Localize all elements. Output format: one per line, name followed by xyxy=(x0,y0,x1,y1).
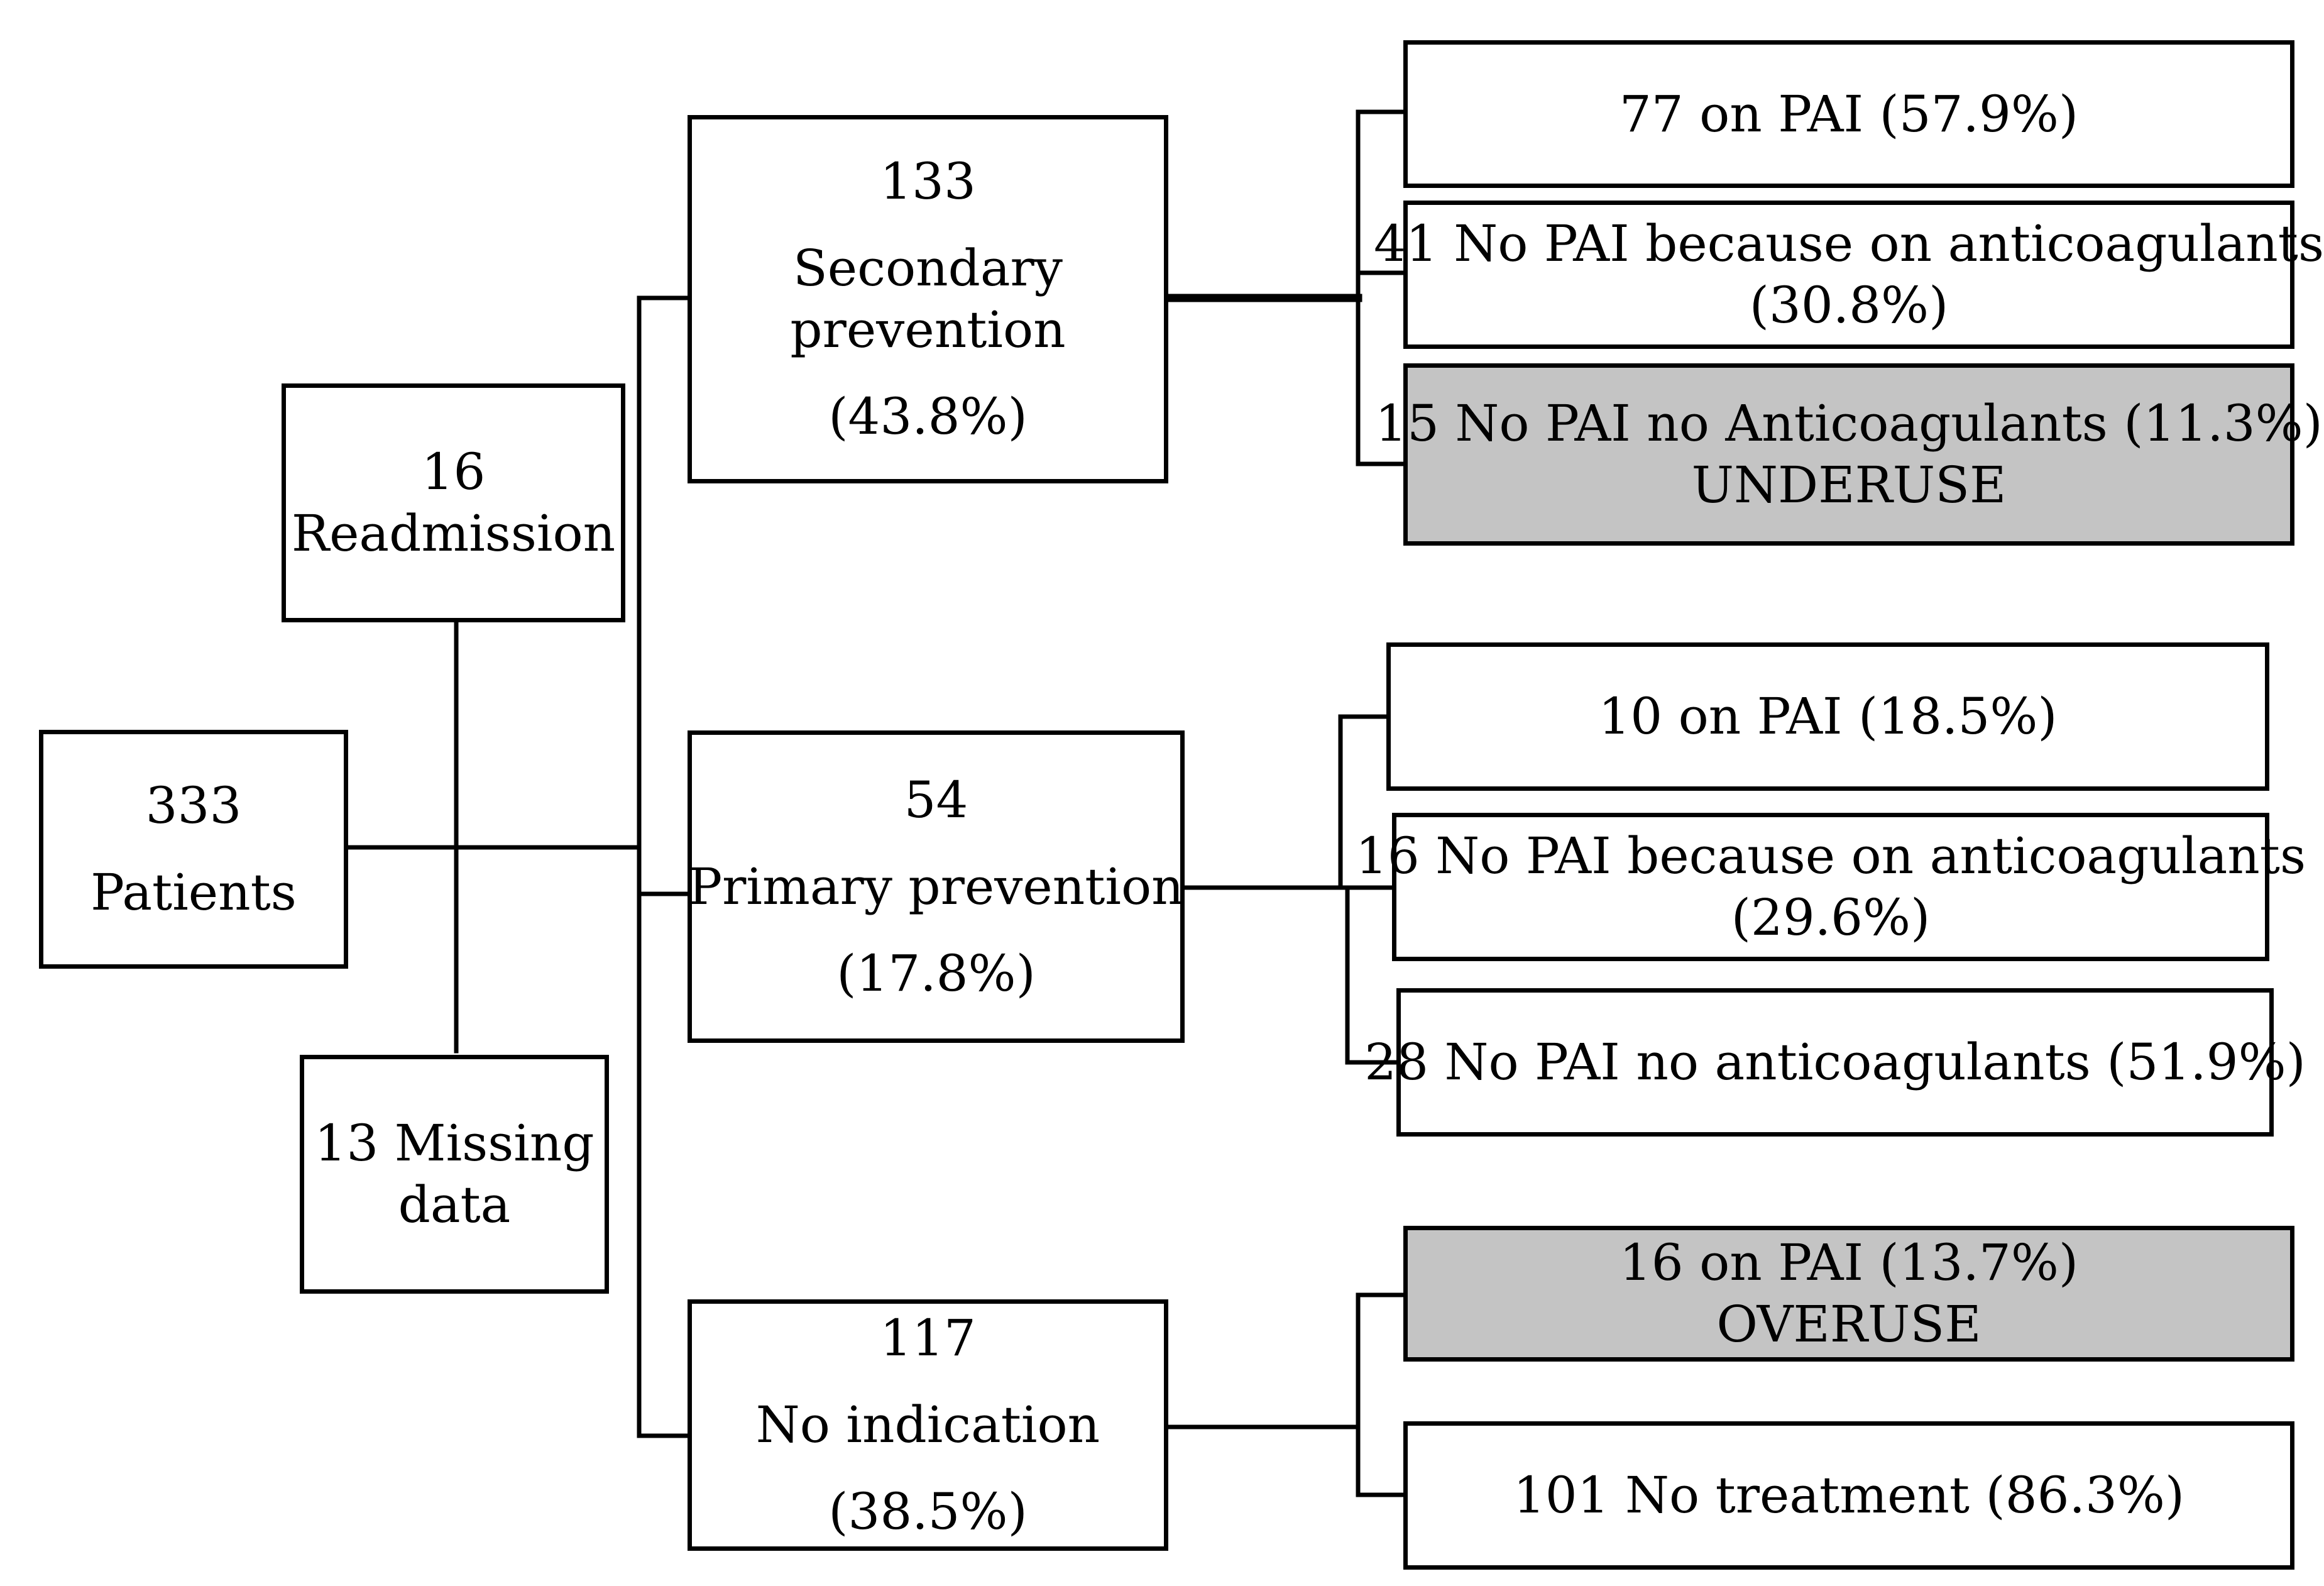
secondary-outcome-underuse: 15 No PAI no Anticoagulants (11.3%) UNDE… xyxy=(1375,363,2323,546)
readmission-box: 16 Readmission xyxy=(282,383,625,622)
primary-label: Primary prevention xyxy=(688,857,1184,916)
patients-box: 333 Patients xyxy=(39,730,348,969)
outcome-text-line1: 15 No PAI no Anticoagulants (11.3%) xyxy=(1375,394,2323,453)
outcome-text-line2: (30.8%) xyxy=(1749,276,1949,334)
outcome-text: 77 on PAI (57.9%) xyxy=(1619,84,2079,143)
primary-percent: (17.8%) xyxy=(836,944,1036,1003)
outcome-text: 10 on PAI (18.5%) xyxy=(1598,687,2058,746)
secondary-label-line1: Secondary xyxy=(793,239,1063,297)
outcome-text: 101 No treatment (86.3%) xyxy=(1513,1466,2185,1524)
outcome-text-line1: 41 No PAI because on anticoagulants xyxy=(1374,214,2324,273)
outcome-text-line1: 16 No PAI because on anticoagulants xyxy=(1356,827,2306,885)
no-indication-box: 117 No indication (38.5%) xyxy=(688,1299,1168,1551)
no-indication-outcome-no-treatment: 101 No treatment (86.3%) xyxy=(1403,1421,2294,1570)
missing-data-box: 13 Missing data xyxy=(300,1055,609,1294)
no-indication-label: No indication xyxy=(755,1396,1100,1454)
no-indication-percent: (38.5%) xyxy=(828,1482,1028,1541)
primary-count: 54 xyxy=(904,770,968,829)
secondary-outcome-on-pai: 77 on PAI (57.9%) xyxy=(1403,40,2294,188)
overuse-label: OVERUSE xyxy=(1716,1295,1981,1353)
no-indication-outcome-overuse: 16 on PAI (13.7%) OVERUSE xyxy=(1403,1226,2294,1362)
primary-outcome-anticoagulants: 16 No PAI because on anticoagulants (29.… xyxy=(1356,813,2306,961)
primary-outcome-on-pai: 10 on PAI (18.5%) xyxy=(1386,642,2269,791)
outcome-text-line2: (29.6%) xyxy=(1731,888,1931,947)
missing-data-line1: 13 Missing xyxy=(314,1114,595,1172)
patients-count: 333 xyxy=(145,776,242,835)
patients-label: Patients xyxy=(90,863,297,922)
readmission-count: 16 xyxy=(421,443,486,501)
secondary-percent: (43.8%) xyxy=(828,387,1028,446)
missing-data-line2: data xyxy=(398,1176,511,1234)
secondary-prevention-box: 133 Secondary prevention (43.8%) xyxy=(688,115,1168,483)
secondary-outcome-anticoagulants: 41 No PAI because on anticoagulants (30.… xyxy=(1374,201,2324,349)
secondary-label-line2: prevention xyxy=(790,300,1066,359)
no-indication-count: 117 xyxy=(880,1309,976,1367)
outcome-text-line1: 16 on PAI (13.7%) xyxy=(1619,1233,2079,1292)
underuse-label: UNDERUSE xyxy=(1691,456,2007,514)
readmission-label: Readmission xyxy=(291,504,616,563)
primary-outcome-no-anticoagulants: 28 No PAI no anticoagulants (51.9%) xyxy=(1364,988,2306,1137)
outcome-text: 28 No PAI no anticoagulants (51.9%) xyxy=(1364,1033,2306,1091)
secondary-count: 133 xyxy=(880,152,976,211)
primary-prevention-box: 54 Primary prevention (17.8%) xyxy=(688,730,1185,1043)
